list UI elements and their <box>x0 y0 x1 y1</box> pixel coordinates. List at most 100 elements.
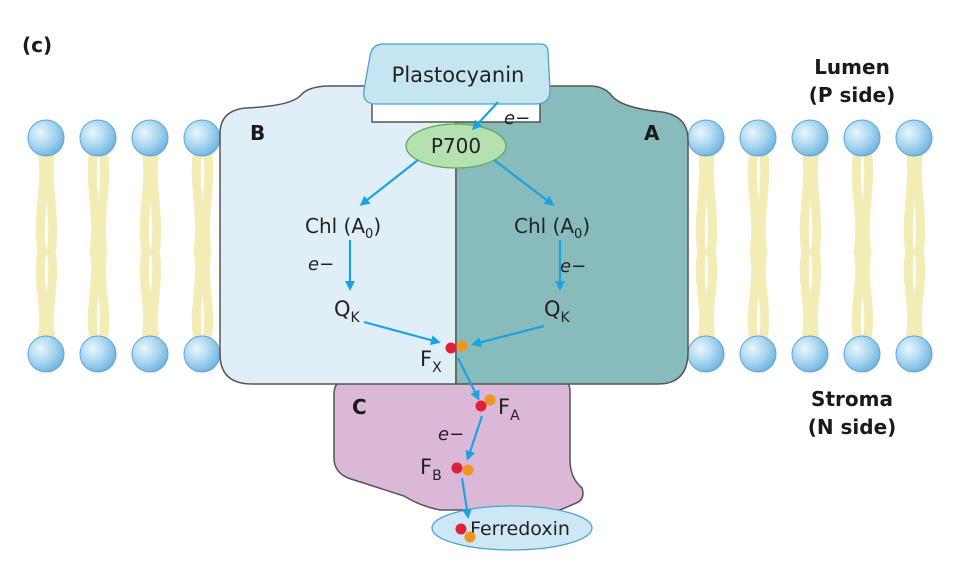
fx-sulfur-dot <box>456 340 468 352</box>
lipid-tail <box>704 247 718 343</box>
lipid-head <box>687 335 725 373</box>
fb-sulfur-dot <box>462 464 474 476</box>
lipid-head <box>791 119 829 157</box>
lipid-tail <box>903 247 917 343</box>
plastocyanin-label: Plastocyanin <box>392 63 525 87</box>
iron-sulfur-clusters <box>445 340 496 543</box>
lipid-tail <box>747 247 761 343</box>
lipid-head <box>27 119 65 157</box>
lipid-head <box>791 335 829 373</box>
lipid-head <box>739 335 777 373</box>
arrow-fa-to-fb <box>465 415 484 461</box>
panel-label: (c) <box>22 33 52 57</box>
lipid-tail <box>139 145 153 257</box>
lipid-tail <box>851 145 865 257</box>
lipid-head <box>183 335 221 373</box>
lipid-tail <box>191 145 205 257</box>
subunit-b-label: B <box>250 121 265 145</box>
electron-flow-arrows <box>345 101 565 519</box>
lipid-tail <box>87 247 101 343</box>
fa-sulfur-dot <box>484 394 496 406</box>
p700-shape <box>405 123 507 169</box>
lipid-head <box>843 335 881 373</box>
arrow-qk-left-to-fx <box>363 320 441 346</box>
fx-iron-dot <box>445 342 457 354</box>
lipid-tail <box>799 247 813 343</box>
lipid-head <box>183 119 221 157</box>
lipid-tail <box>851 247 865 343</box>
stroma-label-line1: Stroma <box>811 387 893 411</box>
arrow-p700-to-chl-right <box>493 159 555 206</box>
ferredoxin-label: Ferredoxin <box>470 518 570 540</box>
electron-label-right: e− <box>560 256 586 277</box>
lipid-tail <box>191 247 205 343</box>
lipid-head <box>27 335 65 373</box>
lumen-label-line2: (P side) <box>809 83 896 107</box>
arrow-fb-to-ferredoxin <box>460 477 472 519</box>
fa-iron-dot <box>475 400 487 412</box>
electron-label-bottom: e− <box>438 424 464 445</box>
lipid-tail <box>200 145 214 257</box>
ferredoxin-iron-dot <box>455 523 467 535</box>
lipid-head <box>843 119 881 157</box>
lipid-head <box>131 335 169 373</box>
lipid-tail <box>35 247 49 343</box>
electron-label-left: e− <box>308 254 334 275</box>
lipid-tail <box>148 145 162 257</box>
lipid-tail <box>139 247 153 343</box>
lipid-tail <box>96 247 110 343</box>
lipid-tail <box>44 247 58 343</box>
fb-label: FB <box>420 455 442 484</box>
lipid-head <box>687 119 725 157</box>
electron-label-top: e− <box>504 108 530 129</box>
arrow-fx-to-fa <box>457 357 480 401</box>
lipid-tail <box>808 145 822 257</box>
subunit-a-label: A <box>644 121 660 145</box>
lipid-bilayer-right <box>687 119 933 373</box>
lumen-label-line1: Lumen <box>814 55 890 79</box>
lipid-head <box>79 119 117 157</box>
lipid-tail <box>808 247 822 343</box>
lipid-tail <box>756 145 770 257</box>
lipid-tail <box>756 247 770 343</box>
lipid-tail <box>747 145 761 257</box>
lipid-tail <box>912 247 926 343</box>
chl-left-label: Chl (A0) <box>305 214 381 242</box>
arrow-p700-to-chl-left <box>359 159 419 206</box>
lipid-tail <box>96 145 110 257</box>
lipid-tail <box>200 247 214 343</box>
fa-label: FA <box>498 395 520 424</box>
lipid-tail <box>35 145 49 257</box>
lipid-tail <box>695 247 709 343</box>
chl-right-label: Chl (A0) <box>514 214 590 242</box>
lipid-tail <box>860 145 874 257</box>
lipid-bilayer-left <box>27 119 221 373</box>
lipid-tail <box>695 145 709 257</box>
stroma-label-line2: (N side) <box>808 415 897 439</box>
arrow-qk-right-to-fx <box>471 324 545 348</box>
lipid-head <box>79 335 117 373</box>
lipid-head <box>739 119 777 157</box>
qk-left-label: QK <box>334 297 361 326</box>
lipid-tail <box>903 145 917 257</box>
lipid-head <box>131 119 169 157</box>
subunit-b <box>219 85 457 385</box>
lipid-tail <box>860 247 874 343</box>
plastocyanin-shape <box>363 43 551 105</box>
ferredoxin-sulfur-dot <box>464 531 476 543</box>
arrow-plastocyanin-to-p700 <box>471 101 499 131</box>
lipid-tail <box>799 145 813 257</box>
lipid-tail <box>44 145 58 257</box>
lipid-head <box>895 119 933 157</box>
lipid-tail <box>87 145 101 257</box>
lipid-tail <box>148 247 162 343</box>
subunit-c-label: C <box>352 395 367 419</box>
lipid-head <box>895 335 933 373</box>
subunit-c <box>333 379 584 511</box>
p700-label: P700 <box>431 134 481 158</box>
fx-label: FX <box>420 347 442 376</box>
qk-right-label: QK <box>544 297 571 326</box>
lipid-tail <box>912 145 926 257</box>
subunit-a <box>455 85 689 385</box>
